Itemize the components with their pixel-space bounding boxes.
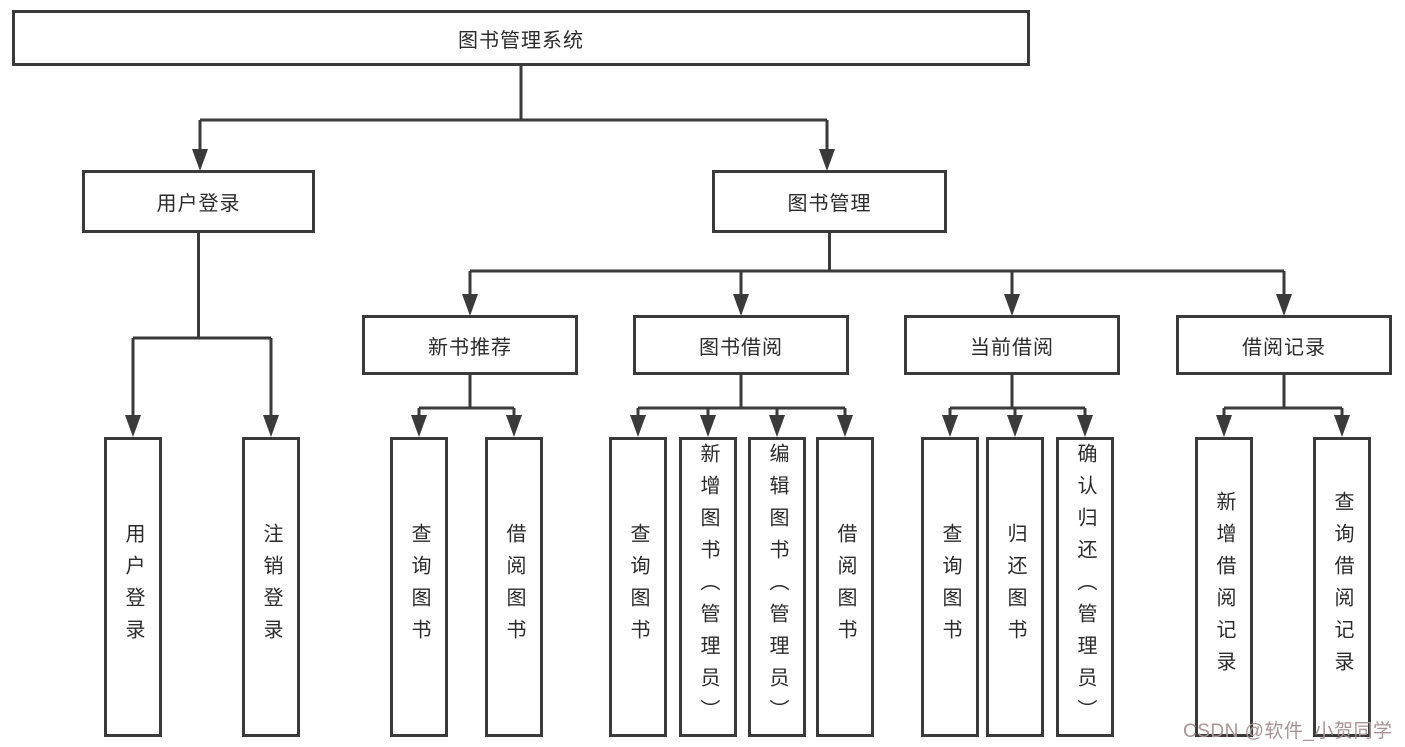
leaf-query-borrow-record-label: 查询借阅记录: [1331, 491, 1353, 683]
leaf-query-books-current: 查询图书: [921, 437, 979, 737]
leaf-add-book-admin: 新增图书（管理员）: [679, 437, 737, 737]
leaf-borrow-books-recommend: 借阅图书: [485, 437, 543, 737]
leaf-logout-label: 注销登录: [260, 523, 282, 651]
leaf-return-books-label: 归还图书: [1004, 523, 1026, 651]
leaf-logout: 注销登录: [242, 437, 300, 737]
leaf-query-books-recommend: 查询图书: [390, 437, 448, 737]
csdn-watermark: CSDN @软件_小贺同学: [1183, 721, 1393, 742]
node-book-management: 图书管理: [712, 170, 947, 233]
leaf-confirm-return-admin: 确认归还（管理员）: [1056, 437, 1114, 737]
node-library-management-system: 图书管理系统: [12, 10, 1030, 66]
leaf-query-books-borrowing: 查询图书: [609, 437, 667, 737]
connector-lines: [131, 66, 1344, 419]
leaf-edit-book-admin-label: 编辑图书（管理员）: [766, 443, 788, 731]
node-new-book-recommendation: 新书推荐: [362, 315, 578, 375]
leaf-query-books-recommend-label: 查询图书: [408, 523, 430, 651]
leaf-add-borrow-record: 新增借阅记录: [1195, 437, 1253, 737]
leaf-add-book-admin-label: 新增图书（管理员）: [697, 443, 719, 731]
leaf-borrow-books-borrowing-label: 借阅图书: [834, 523, 856, 651]
node-user-login: 用户登录: [82, 170, 315, 233]
leaf-confirm-return-admin-label: 确认归还（管理员）: [1074, 443, 1096, 731]
node-borrowing-records: 借阅记录: [1176, 315, 1392, 375]
leaf-add-borrow-record-label: 新增借阅记录: [1213, 491, 1235, 683]
leaf-query-books-borrowing-label: 查询图书: [627, 523, 649, 651]
leaf-query-borrow-record: 查询借阅记录: [1313, 437, 1371, 737]
leaf-borrow-books-borrowing: 借阅图书: [816, 437, 874, 737]
leaf-borrow-books-recommend-label: 借阅图书: [503, 523, 525, 651]
leaf-user-login: 用户登录: [104, 437, 162, 737]
leaf-edit-book-admin: 编辑图书（管理员）: [748, 437, 806, 737]
node-current-borrowing: 当前借阅: [904, 315, 1120, 375]
leaf-query-books-current-label: 查询图书: [939, 523, 961, 651]
leaf-user-login-label: 用户登录: [122, 523, 144, 651]
leaf-return-books: 归还图书: [986, 437, 1044, 737]
arrowheads: [125, 149, 1350, 437]
node-book-borrowing: 图书借阅: [633, 315, 849, 375]
